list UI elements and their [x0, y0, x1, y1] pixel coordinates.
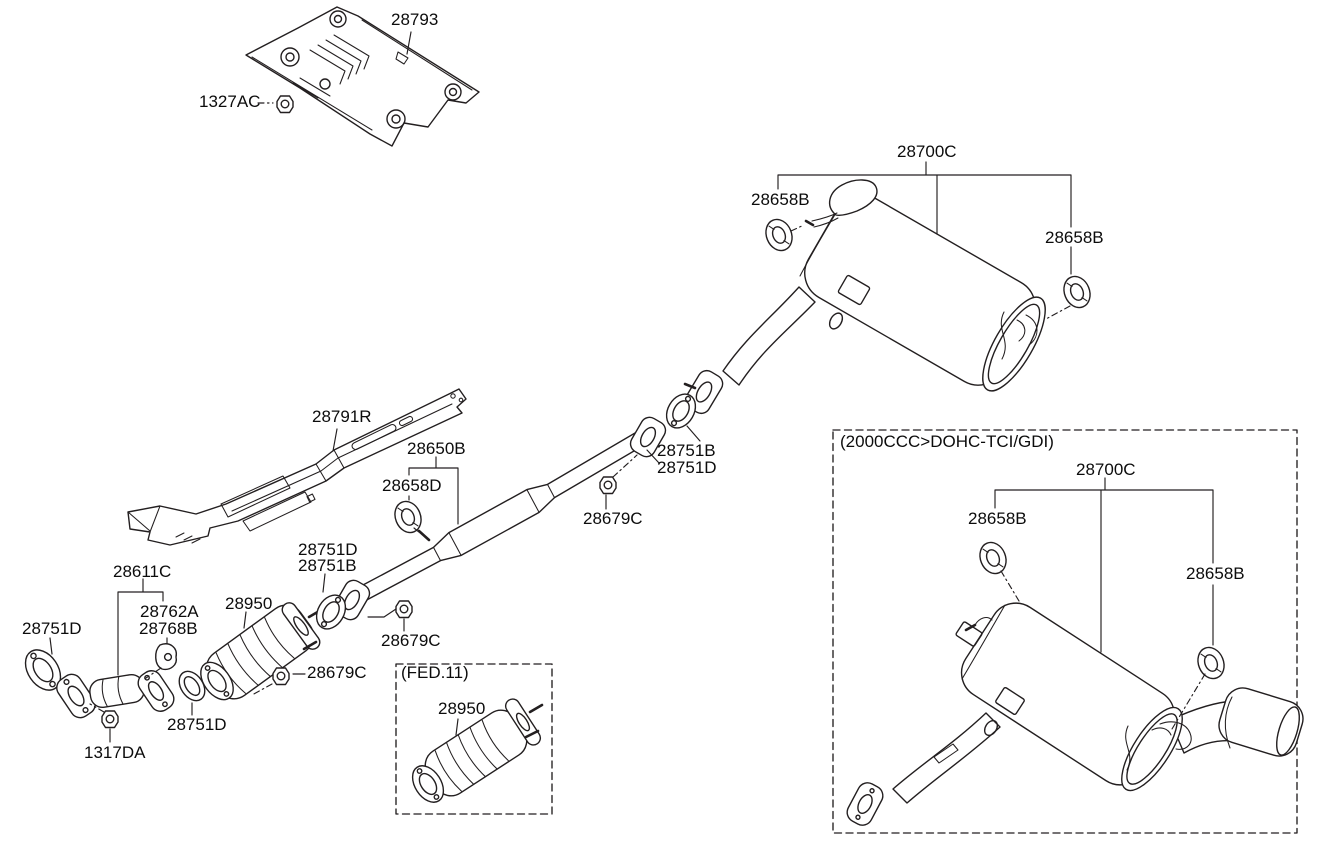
gasket-28751-joint	[665, 393, 697, 429]
part-label-28768B[interactable]: 28768B	[139, 619, 198, 638]
gasket-28751D-cat-in	[178, 670, 206, 702]
part-label-28679C-joint[interactable]: 28679C	[583, 509, 643, 528]
part-label-28751B-cat-out[interactable]: 28751B	[298, 556, 357, 575]
part-label-28791R[interactable]: 28791R	[312, 407, 372, 426]
part-label-28793[interactable]: 28793	[391, 10, 439, 29]
gasket-28751-cat-out	[315, 594, 347, 630]
rear-muffler-28700C	[683, 179, 1046, 415]
hanger-28658B-2000-right	[1197, 646, 1225, 680]
part-label-28751D-cat-out[interactable]: 28751D	[298, 540, 358, 559]
hanger-28658B-2000-left	[979, 541, 1007, 575]
part-label-28658B-main-right[interactable]: 28658B	[1045, 228, 1104, 247]
heat-protector-28791R	[127, 388, 467, 546]
engine-2000-box-title: (2000CCC>DOHC-TCI/GDI)	[840, 432, 1054, 451]
assembly-dash-lines	[89, 102, 1206, 730]
part-label-28658B-2000-right[interactable]: 28658B	[1186, 564, 1245, 583]
gasket-28751D-front-left	[24, 649, 62, 691]
fed11-variant-box	[395, 663, 553, 815]
part-label-28700C-main[interactable]: 28700C	[897, 142, 957, 161]
hanger-28658B-main-left	[765, 218, 793, 252]
catalytic-converter-28950	[200, 602, 323, 701]
leader-lines	[49, 31, 1214, 743]
part-label-28751B-joint[interactable]: 28751B	[657, 441, 716, 460]
part-label-28950-main[interactable]: 28950	[225, 594, 273, 613]
hanger-28658D	[394, 500, 422, 534]
part-label-28751D-front[interactable]: 28751D	[22, 619, 82, 638]
part-label-28762A[interactable]: 28762A	[140, 602, 199, 621]
hanger-28658B-main-right	[1063, 275, 1091, 309]
rear-muffler-28700C-2000	[846, 602, 1304, 826]
nut-1327AC	[276, 95, 294, 114]
part-label-1327AC[interactable]: 1327AC	[199, 92, 261, 111]
part-label-28658B-main-left[interactable]: 28658B	[751, 190, 810, 209]
part-label-28950-fed[interactable]: 28950	[438, 699, 486, 718]
center-muffler-28650B	[333, 416, 667, 621]
part-label-28679C-cat-out[interactable]: 28679C	[381, 631, 441, 650]
part-label-28658D[interactable]: 28658D	[382, 476, 442, 495]
part-label-28658B-2000-left[interactable]: 28658B	[968, 509, 1027, 528]
front-muffler-28611C	[24, 643, 206, 729]
nut-28679C-cat-low	[272, 667, 290, 686]
part-label-1317DA[interactable]: 1317DA	[84, 743, 146, 762]
part-label-28700C-2000[interactable]: 28700C	[1076, 460, 1136, 479]
heat-shield-28793	[245, 6, 480, 147]
fed-box-title: (FED.11)	[401, 663, 469, 682]
catalytic-converter-28950-fed	[411, 698, 544, 803]
part-label-28650B[interactable]: 28650B	[407, 439, 466, 458]
nut-1317DA	[101, 710, 119, 729]
part-label-28611C[interactable]: 28611C	[113, 562, 172, 581]
nut-28679C-joint	[599, 476, 617, 495]
part-label-28751D-cat-in[interactable]: 28751D	[167, 715, 227, 734]
nut-28679C-cat-out	[395, 600, 413, 619]
engine-2000cc-variant-box	[832, 429, 1304, 834]
part-label-28751D-joint[interactable]: 28751D	[657, 458, 717, 477]
part-label-28679C-cat-low[interactable]: 28679C	[307, 663, 367, 682]
hanger-bracket-28762A-28768B	[155, 643, 177, 671]
